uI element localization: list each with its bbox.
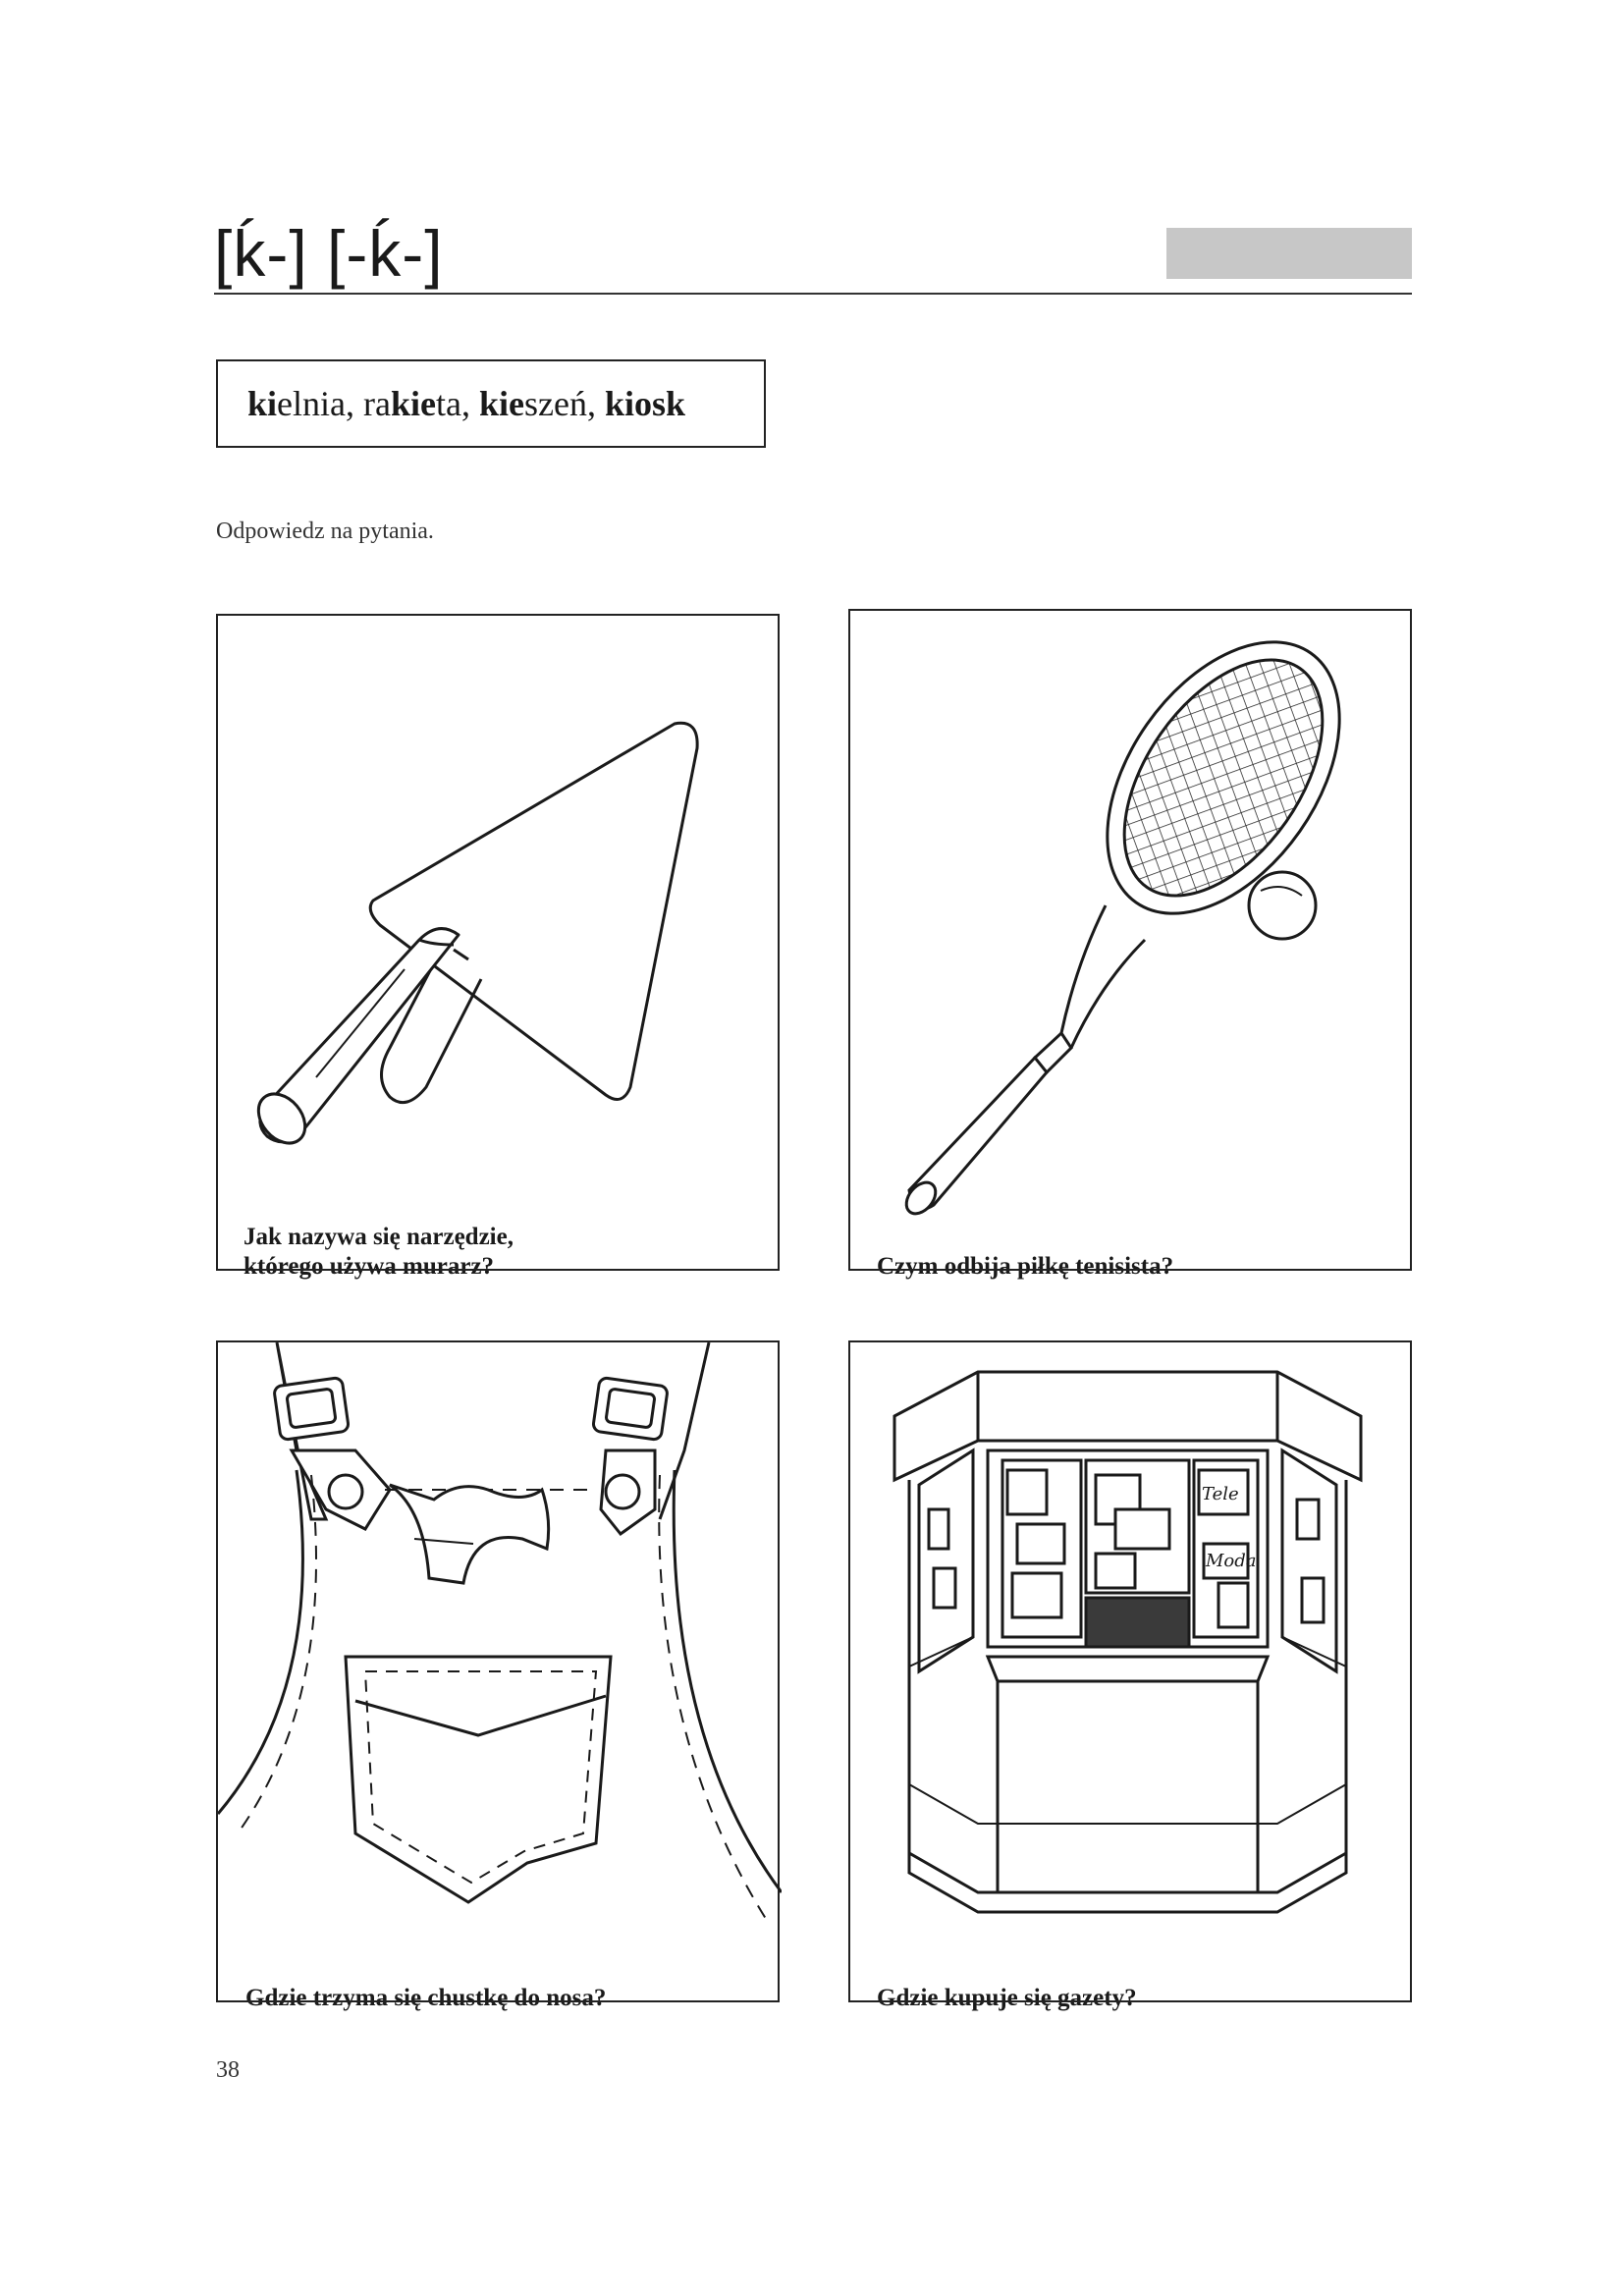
caption-racket-underline xyxy=(848,1269,1412,1271)
trowel-icon xyxy=(256,721,699,1145)
tennis-racket-icon xyxy=(904,640,1341,1216)
caption-pocket-underline xyxy=(216,2000,780,2002)
title-divider xyxy=(214,293,1412,295)
page-title: [ḱ-] [-ḱ-] xyxy=(214,217,444,290)
panel-pocket xyxy=(216,1340,782,2000)
caption-kiosk-line1: Gdzie kupuje się gazety? xyxy=(877,1985,1137,2011)
kiosk-sign-moda: Moda xyxy=(1205,1551,1257,1571)
panel-racket xyxy=(848,609,1412,1269)
word-list: kielnia, rakieta, kieszeń, kiosk xyxy=(247,384,686,423)
caption-kiosk-underline xyxy=(848,2000,1412,2002)
caption-trowel-underline xyxy=(216,1269,780,1271)
apron-pocket-icon xyxy=(218,1342,782,1923)
caption-pocket: Gdzie trzyma się chustkę do nosa? xyxy=(245,1984,607,2013)
page-number: 38 xyxy=(216,2057,240,2083)
kiosk-sign-tele: Tele xyxy=(1202,1484,1239,1504)
panel-kiosk: Tele Moda xyxy=(848,1340,1412,2000)
panel-trowel xyxy=(216,614,780,1269)
word-list-box: kielnia, rakieta, kieszeń, kiosk xyxy=(216,359,766,448)
caption-racket: Czym odbija piłkę tenisista? xyxy=(877,1252,1174,1282)
caption-trowel-line2: którego używa murarz? xyxy=(243,1253,495,1280)
caption-kiosk: Gdzie kupuje się gazety? xyxy=(877,1984,1137,2013)
caption-trowel-line1: Jak nazywa się narzędzie, xyxy=(243,1224,514,1250)
title-gray-bar xyxy=(1166,228,1412,279)
kiosk-icon: Tele Moda xyxy=(893,1370,1363,1914)
caption-racket-line1: Czym odbija piłkę tenisista? xyxy=(877,1253,1174,1280)
caption-pocket-line1: Gdzie trzyma się chustkę do nosa? xyxy=(245,1985,607,2011)
instruction-text: Odpowiedz na pytania. xyxy=(216,519,434,544)
caption-trowel: Jak nazywa się narzędzie, którego używa … xyxy=(243,1223,514,1282)
